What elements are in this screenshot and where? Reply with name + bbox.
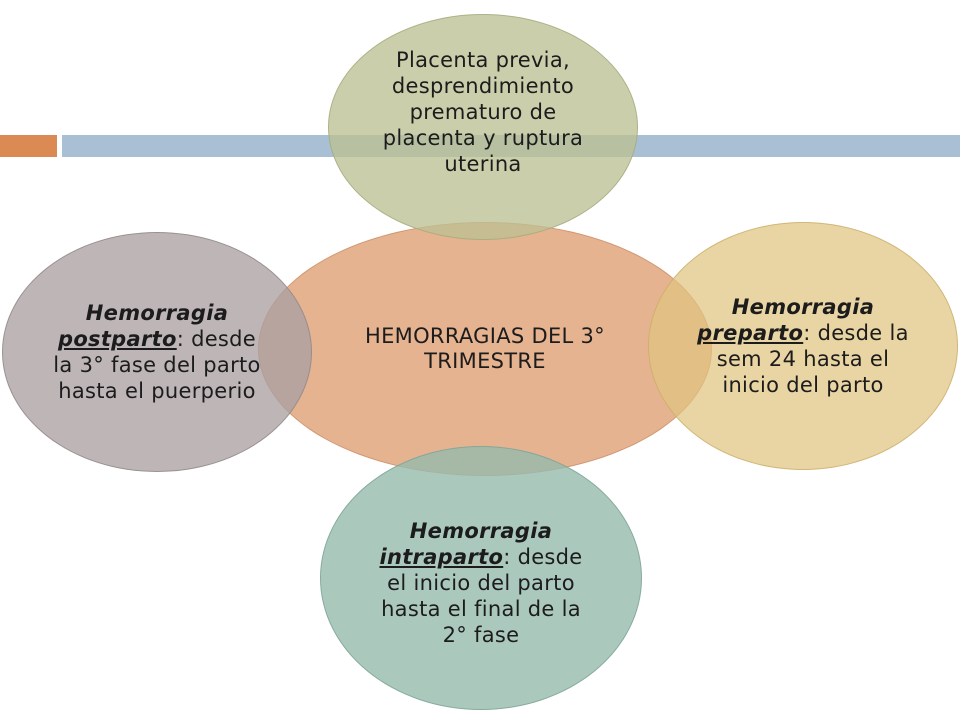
bottom-rest: : desde el inicio del parto hasta el fin… bbox=[381, 545, 583, 647]
left-rest: : desde la 3° fase del parto hasta el pu… bbox=[53, 327, 261, 403]
bottom-node-intraparto: Hemorragia intraparto: desde el inicio d… bbox=[320, 446, 642, 710]
top-label: Placenta previa, desprendimiento prematu… bbox=[382, 48, 584, 176]
right-title: Hemorragia bbox=[731, 295, 875, 319]
bottom-label: Hemorragia intraparto: desde el inicio d… bbox=[371, 518, 591, 648]
left-label: Hemorragia postparto: desde la 3° fase d… bbox=[47, 300, 267, 404]
right-term: preparto bbox=[697, 321, 804, 345]
top-node-causes: Placenta previa, desprendimiento prematu… bbox=[328, 14, 638, 240]
right-label: Hemorragia preparto: desde la sem 24 has… bbox=[688, 294, 918, 398]
header-accent-orange bbox=[0, 135, 57, 157]
left-node-postparto: Hemorragia postparto: desde la 3° fase d… bbox=[2, 232, 312, 472]
bottom-term: intraparto bbox=[379, 545, 504, 569]
center-node: HEMORRAGIAS DEL 3° TRIMESTRE bbox=[258, 222, 712, 476]
left-term: postparto bbox=[57, 327, 177, 351]
bottom-title: Hemorragia bbox=[409, 519, 553, 543]
center-label: HEMORRAGIAS DEL 3° TRIMESTRE bbox=[365, 324, 605, 373]
right-node-preparto: Hemorragia preparto: desde la sem 24 has… bbox=[648, 222, 958, 470]
right-rest: : desde la sem 24 hasta el inicio del pa… bbox=[716, 321, 909, 397]
left-title: Hemorragia bbox=[85, 301, 229, 325]
